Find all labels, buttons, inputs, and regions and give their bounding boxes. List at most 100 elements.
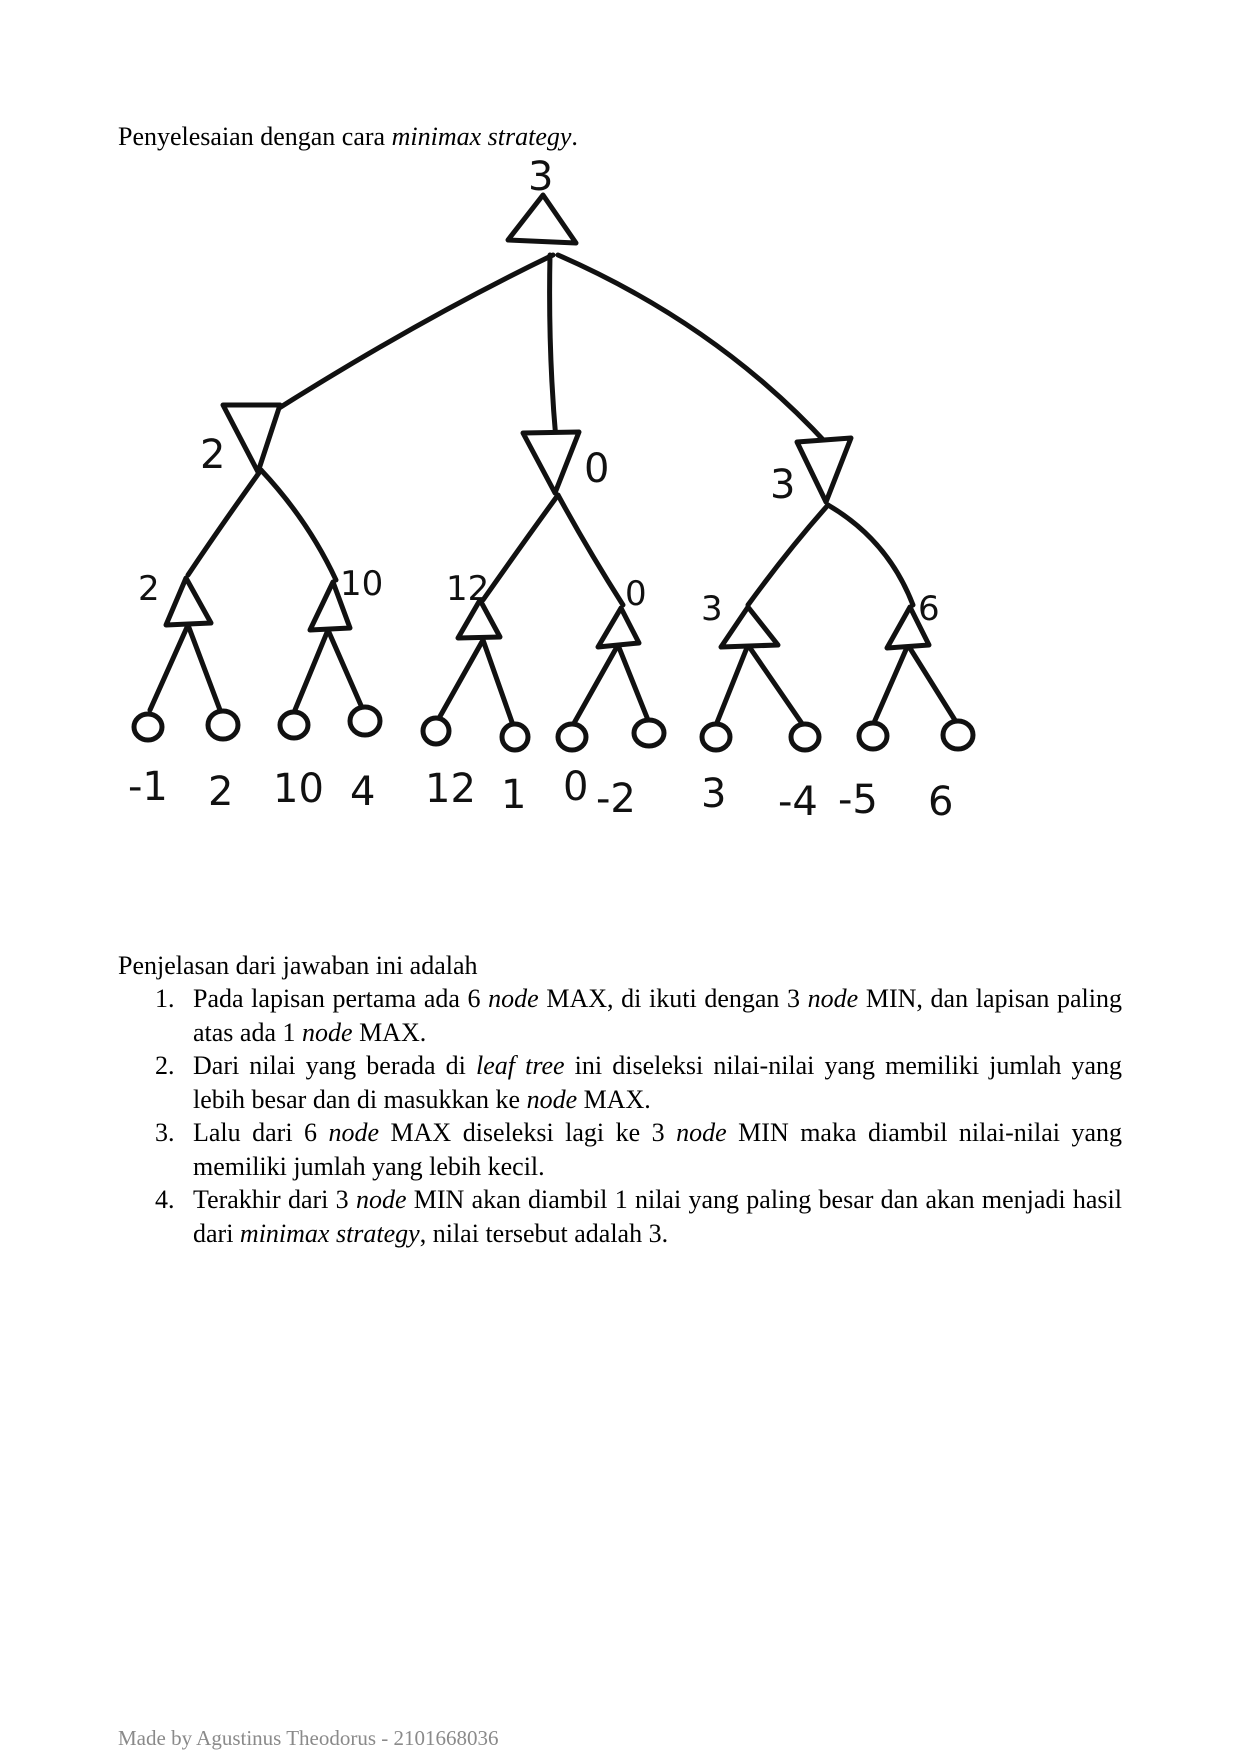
leaf-value-12: 6 (928, 779, 953, 825)
item-text: ini diseleksi nilai-nilai yang memiliki … (193, 1051, 1123, 1114)
max-node-5 (718, 604, 781, 650)
leaf-value-7: 0 (563, 764, 588, 810)
intro-sentence: Penyelesaian dengan cara minimax strateg… (118, 121, 578, 153)
max-node-2 (307, 579, 353, 633)
edge-min1-max1 (185, 467, 264, 578)
edge-root-min1 (265, 252, 556, 418)
item-term: node (355, 1185, 407, 1214)
intro-lead: Penyelesaian dengan cara (118, 122, 392, 151)
item-text: MAX, di ikuti dengan 3 (538, 984, 808, 1013)
edge-min2-max3 (480, 492, 561, 603)
edge-max2-leaf3 (292, 627, 331, 713)
max-value-2: 10 (340, 564, 383, 604)
item-text: MIN maka diambil nilai-nilai yang memili… (193, 1118, 1122, 1181)
item-term: leaf tree (476, 1051, 565, 1080)
item-term: minimax strategy (239, 1218, 420, 1248)
item-number: 2. (155, 1051, 175, 1080)
max-node-4 (595, 605, 642, 650)
item-number: 1. (155, 984, 175, 1013)
item-text: MAX diseleksi lagi ke 3 (379, 1118, 677, 1147)
explanation-list: 1. Pada lapisan pertama ada 6 node MAX, d… (118, 982, 1122, 1250)
item-number: 3. (155, 1118, 175, 1147)
footer-credit: Made by Agustinus Theodorus - 2101668036 (118, 1726, 499, 1750)
max-value-3: 12 (446, 569, 489, 609)
edge-max4-leaf7 (570, 642, 621, 728)
leaf-value-11: -5 (838, 777, 878, 823)
explanation-item-4: 4. Terakhir dari 3 node MIN akan diambil … (118, 1183, 1122, 1250)
root-value: 3 (528, 154, 553, 200)
edge-max1-leaf2 (185, 622, 223, 713)
leaf-value-4: 4 (350, 769, 375, 815)
leaf-node-10 (788, 721, 822, 753)
edge-max5-leaf10 (745, 642, 806, 728)
min-node-1 (220, 402, 283, 475)
edge-max2-leaf4 (325, 627, 366, 713)
edge-min2-max4 (555, 492, 626, 608)
leaf-value-8: -2 (596, 776, 636, 822)
edge-min3-max6 (825, 502, 916, 608)
edge-root-min3 (555, 252, 831, 448)
edge-max4-leaf8 (615, 642, 651, 723)
leaf-value-9: 3 (701, 771, 726, 817)
min-value-2: 0 (584, 446, 609, 492)
item-term: node (807, 984, 859, 1013)
leaf-node-12 (940, 718, 976, 752)
leaf-node-3 (277, 709, 311, 741)
item-number: 4. (155, 1185, 175, 1214)
max-value-5: 3 (701, 589, 723, 629)
item-text: MIN, dan lapisan paling atas ada 1 (193, 984, 1122, 1047)
item-text: Terakhir dari 3 (193, 1185, 356, 1214)
edge-max3-leaf6 (480, 637, 516, 728)
max-value-1: 2 (138, 569, 160, 609)
leaf-node-2 (205, 708, 241, 742)
item-text: Pada lapisan pertama ada 6 (193, 984, 489, 1013)
item-text: MAX. (352, 1017, 427, 1047)
edge-root-min2 (547, 252, 559, 443)
minimax-tree-drawing: 3 2 0 3 2 10 12 0 3 6 -1 2 10 4 12 1 0 -… (128, 154, 976, 825)
item-term: node (488, 984, 539, 1013)
edge-min1-max2 (258, 467, 339, 583)
leaf-value-10: -4 (778, 779, 818, 825)
item-term: node (676, 1118, 727, 1147)
item-term: node (302, 1017, 353, 1047)
edge-max3-leaf5 (435, 637, 486, 723)
min-node-3 (794, 435, 854, 505)
min-value-1: 2 (200, 432, 225, 478)
item-term: node (328, 1118, 380, 1147)
leaf-value-2: 2 (208, 769, 233, 815)
max-value-4: 0 (625, 574, 647, 614)
edge-min3-max5 (745, 502, 831, 608)
leaf-node-6 (499, 721, 531, 753)
explanation-item-1: 1. Pada lapisan pertama ada 6 node MAX, d… (118, 982, 1122, 1049)
minimax-tree-figure: 3 2 0 3 2 10 12 0 3 6 -1 2 10 4 12 1 0 -… (118, 150, 1103, 910)
max-value-6: 6 (918, 589, 940, 629)
item-text: Lalu dari 6 (193, 1118, 329, 1147)
item-text: MAX. (577, 1084, 651, 1114)
max-node-6 (884, 604, 932, 651)
edge-max6-leaf12 (905, 642, 961, 728)
item-term: node (526, 1084, 578, 1114)
leaf-node-11 (856, 720, 890, 752)
explanation-heading: Penjelasan dari jawaban ini adalah (118, 951, 478, 980)
leaf-value-1: -1 (128, 764, 168, 810)
leaf-node-7 (555, 721, 589, 753)
leaf-value-5: 12 (425, 766, 476, 812)
min-value-3: 3 (770, 462, 795, 508)
min-node-2 (520, 429, 582, 496)
leaf-node-5 (420, 715, 452, 747)
root-max-node (505, 192, 579, 246)
edge-max6-leaf11 (870, 642, 911, 728)
edge-max5-leaf9 (713, 642, 751, 728)
item-text: MIN akan diambil 1 nilai yang paling bes… (193, 1185, 1123, 1248)
leaf-value-3: 10 (273, 766, 324, 812)
item-text: Dari nilai yang berada di (193, 1051, 476, 1080)
intro-term: minimax strategy (391, 122, 572, 151)
leaf-value-6: 1 (501, 772, 526, 818)
explanation-item-2: 2. Dari nilai yang berada di leaf tree in… (118, 1049, 1122, 1116)
max-node-1 (163, 575, 214, 628)
max-node-3 (455, 597, 503, 641)
leaf-node-8 (631, 717, 667, 749)
leaf-node-1 (131, 711, 165, 743)
leaf-node-4 (347, 704, 383, 738)
item-text: , nilai tersebut adalah 3. (419, 1218, 669, 1248)
